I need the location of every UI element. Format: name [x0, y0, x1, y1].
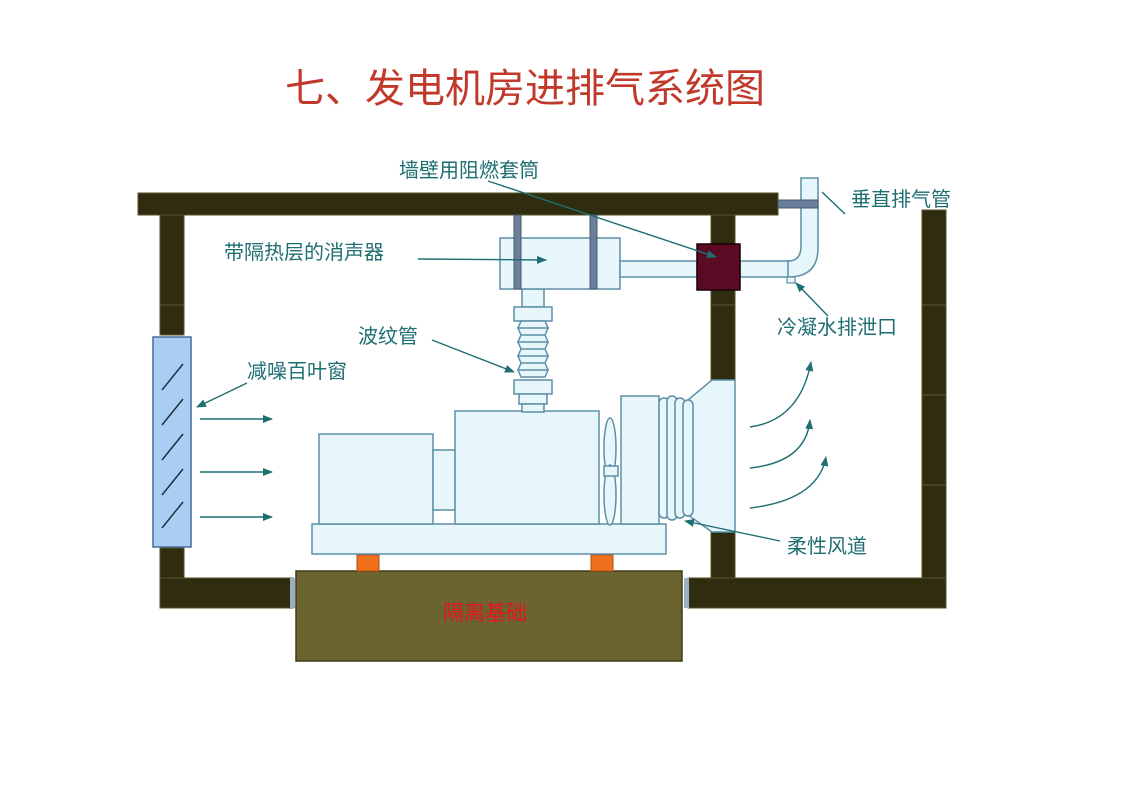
muffler-hanger-left — [513, 214, 522, 290]
left-wall-upper — [159, 214, 185, 336]
label-vertical-exhaust: 垂直排气管 — [851, 187, 951, 211]
label-drain: 冷凝水排泄口 — [777, 315, 897, 339]
bellows-pipe — [513, 288, 553, 413]
floor-left — [159, 577, 294, 609]
vibration-mount-left — [356, 554, 380, 572]
cooling-fan — [603, 417, 619, 526]
isolation-foundation — [295, 570, 683, 662]
roof-slab — [137, 192, 779, 216]
label-wall-sleeve: 墙壁用阻燃套筒 — [399, 158, 539, 182]
muffler-hanger-right — [589, 214, 598, 290]
wall-seams — [160, 304, 946, 486]
label-muffler: 带隔热层的消声器 — [224, 240, 384, 264]
exhaust-pipe-bracket — [777, 199, 819, 209]
divider-wall-lower — [710, 531, 736, 579]
left-wall-lower — [159, 547, 185, 579]
intake-air-arrows — [200, 415, 273, 521]
right-wall — [921, 209, 947, 579]
leader-lines — [196, 180, 846, 542]
label-louver: 减噪百叶窗 — [247, 359, 347, 383]
room-walls — [137, 192, 947, 609]
coupling — [432, 449, 456, 511]
floor-right — [687, 577, 947, 609]
radiator — [620, 395, 660, 525]
alternator — [318, 433, 434, 525]
divider-wall-upper — [710, 214, 736, 382]
label-duct: 柔性风道 — [787, 534, 867, 558]
engine — [454, 410, 600, 525]
flexible-duct — [658, 379, 736, 533]
vibration-mount-right — [590, 554, 614, 572]
vertical-exhaust-pipe — [787, 177, 819, 278]
label-bellows: 波纹管 — [358, 324, 418, 348]
diagram-title: 七、发电机房进排气系统图 — [285, 66, 765, 112]
foundation-label: 隔离基础 — [443, 601, 527, 625]
condensate-drain — [786, 276, 796, 284]
noise-louver — [152, 336, 192, 548]
generator-set — [311, 395, 667, 555]
base-frame — [311, 523, 667, 555]
exhaust-air-arrows — [749, 361, 829, 509]
wall-sleeve — [696, 243, 741, 291]
